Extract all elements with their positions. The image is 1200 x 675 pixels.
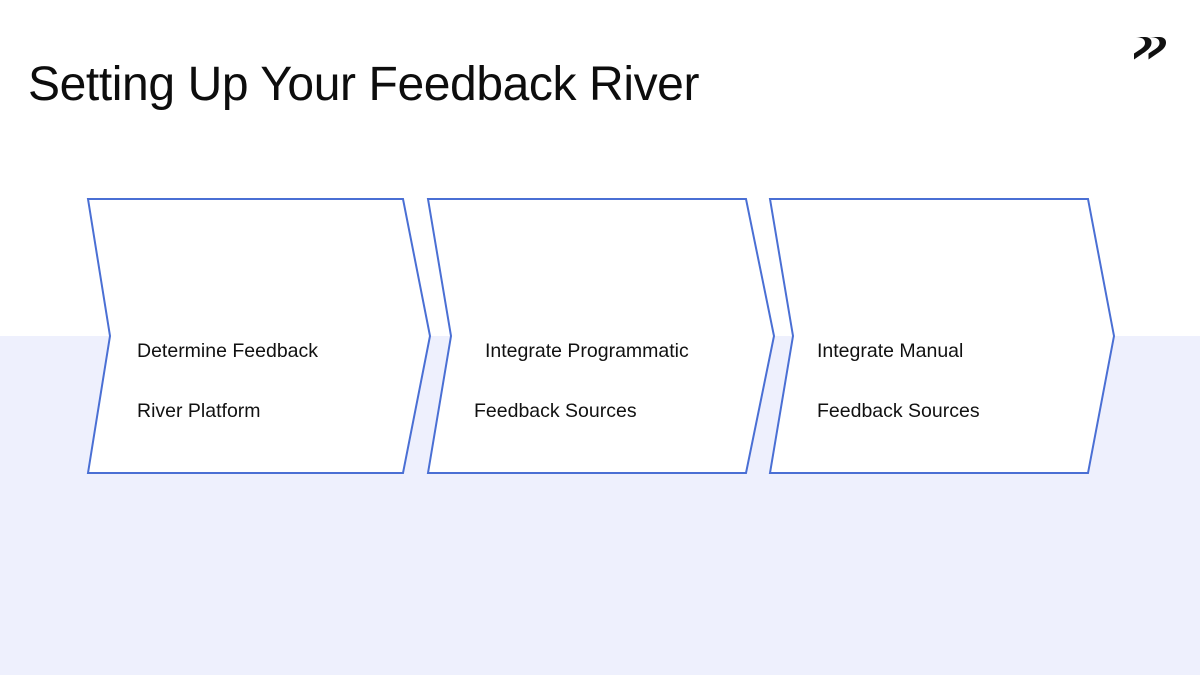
chevron-label-1-line1: Determine Feedback — [137, 340, 319, 362]
chevron-shape-3[interactable] — [768, 198, 1116, 474]
chevron-label-2-line2: Feedback Sources — [474, 400, 637, 422]
chevron-label-1: Determine Feedback River Platform — [137, 306, 318, 456]
chevron-label-3-line2: Feedback Sources — [817, 400, 980, 422]
chevron-shape-2[interactable] — [426, 198, 776, 474]
chevron-label-1-line2: River Platform — [137, 400, 261, 422]
chevron-label-2-line1: Integrate Programmatic — [485, 340, 689, 362]
chevron-label-3: Integrate Manual Feedback Sources — [817, 306, 980, 456]
chevron-label-2: Integrate Programmatic Feedback Sources — [474, 306, 689, 456]
brand-logo-icon — [1130, 28, 1170, 68]
page-title: Setting Up Your Feedback River — [28, 58, 700, 112]
chevron-shape-1[interactable] — [86, 198, 432, 474]
chevron-label-3-line1: Integrate Manual — [817, 340, 964, 362]
